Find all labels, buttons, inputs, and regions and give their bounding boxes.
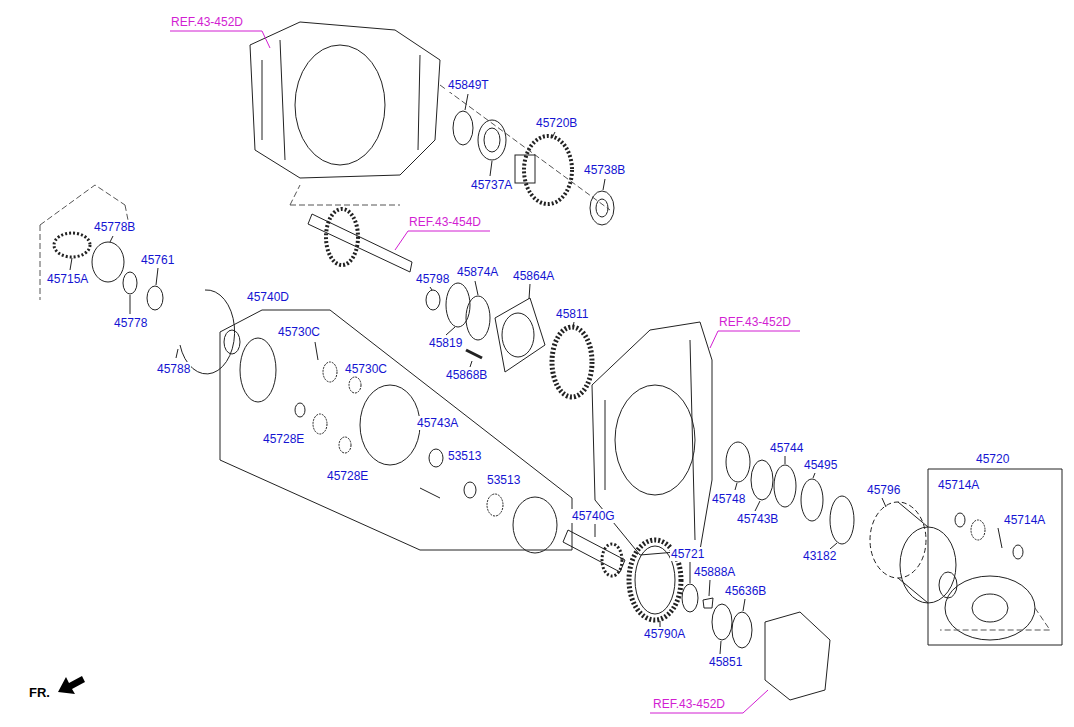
callout-number: 45819 [428, 336, 463, 350]
front-marker: FR. [28, 686, 51, 700]
callout-number: 45714A [937, 478, 980, 492]
callout-number: 43182 [802, 549, 837, 563]
group-callout-number: 45740D [246, 290, 290, 304]
callout-number: 45888A [693, 565, 736, 579]
callout-number: 45728E [262, 432, 305, 446]
callout-number: 45744 [769, 441, 804, 455]
callout-number: 45761 [140, 253, 175, 267]
reference-label: REF.43-452D [652, 697, 726, 711]
callout-number: 45737A [470, 178, 513, 192]
group-outline [216, 287, 576, 553]
callout-number: 45778B [93, 220, 136, 234]
callout-number: 45495 [803, 458, 838, 472]
callout-number: 45798 [415, 272, 450, 286]
callout-number: 45738B [583, 163, 626, 177]
callout-number: 45730C [344, 362, 388, 376]
callout-number: 45874A [456, 265, 499, 279]
callout-number: 45714A [1003, 513, 1046, 527]
callout-number: 45778 [113, 316, 148, 330]
reference-label: REF.43-452D [718, 315, 792, 329]
callout-number: 45728E [326, 469, 369, 483]
callout-number: 45743A [416, 416, 459, 430]
callout-number: 53513 [447, 449, 482, 463]
callout-number: 45796 [866, 483, 901, 497]
callout-number: 45730C [277, 325, 321, 339]
reference-label: REF.43-454D [408, 215, 482, 229]
reference-label: REF.43-452D [170, 15, 244, 29]
callout-number: 45849T [447, 78, 490, 92]
assembly-group-box: 45720 45714A 45714A [926, 450, 1064, 647]
callout-number: 45721 [670, 547, 705, 561]
assembly-group-box: 45740D 45730C 45730C 45728E 45728E 45743A 5351… [216, 287, 576, 553]
callout-number: 45740G [571, 509, 616, 523]
callout-number: 45788 [156, 362, 191, 376]
callout-number: 45864A [512, 269, 555, 283]
callout-number: 45748 [711, 492, 746, 506]
callout-number: 45743B [736, 512, 779, 526]
callout-number: 45790A [643, 627, 686, 641]
callout-number: 45636B [724, 584, 767, 598]
group-callout-number: 45720 [975, 452, 1010, 466]
callout-number: 45715A [46, 272, 89, 286]
callout-number: 45720B [535, 116, 578, 130]
front-arrow [58, 676, 85, 694]
callout-number: 45868B [445, 368, 488, 382]
callout-number: 53513 [486, 473, 521, 487]
callout-number: 45851 [708, 655, 743, 669]
callout-number: 45811 [555, 307, 589, 321]
